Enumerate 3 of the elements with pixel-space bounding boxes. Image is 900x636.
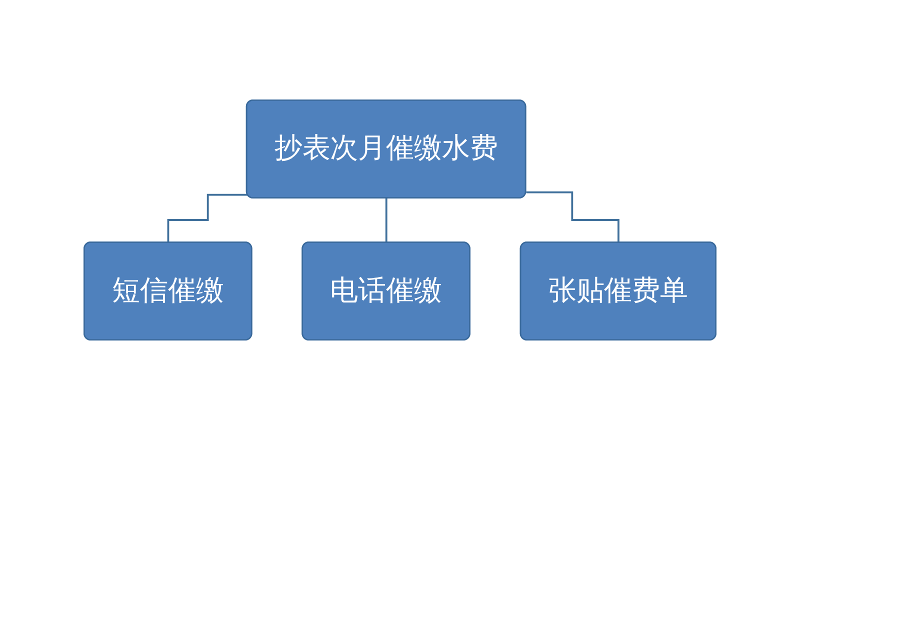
connector	[167, 194, 248, 244]
connector	[526, 191, 620, 244]
connector	[385, 198, 388, 244]
